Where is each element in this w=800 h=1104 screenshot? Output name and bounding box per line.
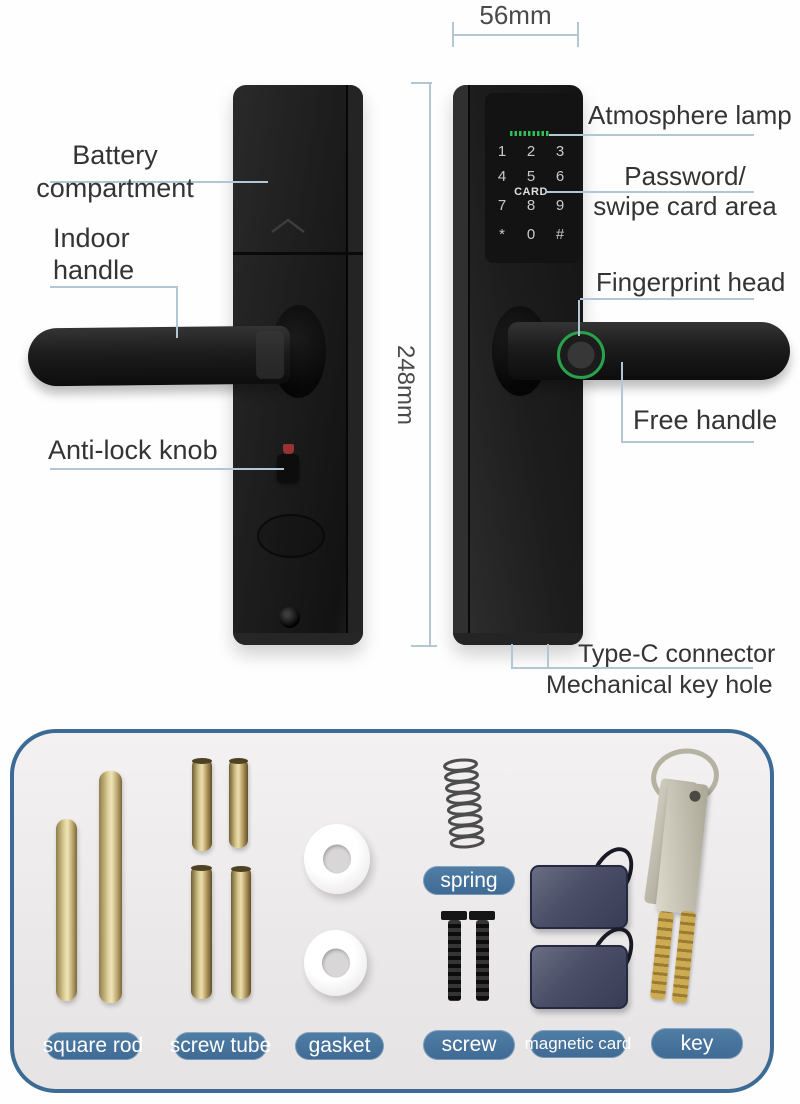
key-blade-1 (649, 910, 675, 1001)
gasket-hole (321, 948, 350, 978)
password-area-label: Password/ swipe card area (593, 161, 777, 221)
gasket-1 (304, 824, 370, 894)
fingerprint-sensor-ring[interactable] (557, 331, 605, 379)
screw-tube-1 (192, 758, 212, 851)
type-c-leader-line (511, 667, 753, 669)
indoor-handle-leader-line (50, 286, 177, 288)
kit-badge-screw-tube: screw tube (170, 1032, 271, 1060)
magnetic-card-2 (530, 945, 628, 1009)
password-leader-line (546, 191, 754, 193)
keypad-key[interactable]: 0 (526, 226, 536, 243)
height-dimension-line (429, 82, 431, 647)
atmosphere-leader-line (549, 134, 754, 136)
battery-cover-seam (233, 252, 363, 255)
key-set (607, 742, 737, 1011)
keypad-key[interactable]: 8 (526, 197, 536, 214)
screw-tube-2 (229, 758, 248, 848)
free-handle[interactable] (508, 322, 790, 380)
bottom-screw-hole (279, 607, 300, 628)
fingerprint-head-label: Fingerprint head (596, 267, 786, 297)
gasket-2 (304, 930, 367, 996)
keypad-row-3[interactable]: 7 8 9 (494, 197, 568, 214)
anti-lock-leader-line (50, 468, 284, 470)
atmosphere-lamp-leds (510, 131, 550, 136)
keypad-key[interactable]: 1 (497, 143, 507, 160)
atmosphere-lamp-label: Atmosphere lamp (588, 100, 792, 130)
height-dimension-label: 248mm (392, 344, 419, 426)
key-hole-leader-line-vertical (547, 644, 549, 669)
screw-2 (469, 911, 495, 1001)
outdoor-lock-side-face (453, 85, 470, 645)
spring-coil (443, 758, 485, 849)
screw-head (469, 911, 495, 920)
fingerprint-leader-line-vertical (578, 300, 580, 336)
free-handle-leader-line-vertical (621, 362, 623, 443)
indoor-handle-label: Indoor handle (53, 223, 135, 285)
height-dimension-tick-top (411, 82, 432, 84)
battery-cover-arrow-icon (271, 218, 305, 233)
card-swipe-area-label: CARD (514, 186, 548, 198)
accessory-kit-panel: square rod screw tube gasket spring scre… (10, 729, 774, 1093)
mechanical-key-hole-label: Mechanical key hole (546, 671, 773, 699)
square-rod-short (56, 819, 77, 1001)
square-rod-long (99, 771, 122, 1003)
screw-1 (441, 911, 467, 1001)
key-hole-ring-hole (688, 790, 702, 803)
key-blade-2 (671, 910, 697, 1004)
gasket-hole (323, 844, 351, 874)
indoor-handle (27, 325, 291, 387)
keypad-key[interactable]: # (555, 226, 565, 243)
keypad-key[interactable]: 9 (555, 197, 565, 214)
screw-shaft (475, 920, 489, 1001)
indoor-handle-collar (255, 330, 285, 379)
type-c-connector-label: Type-C connector (578, 640, 776, 668)
keypad-row-2[interactable]: 4 5 6 (494, 168, 568, 185)
keypad-key[interactable]: 3 (555, 143, 565, 160)
indoor-lock-side-face (346, 85, 363, 645)
width-dimension-tick-right (577, 22, 579, 47)
kit-badge-key: key (651, 1028, 743, 1059)
battery-compartment-label: Battery compartment (36, 140, 194, 203)
keypad-glass (485, 93, 580, 263)
free-handle-leader-line (621, 441, 754, 443)
indoor-handle-leader-line-vertical (176, 286, 178, 338)
kit-badge-gasket: gasket (295, 1032, 384, 1060)
screw-tube-3 (191, 865, 212, 999)
kit-badge-magnetic-card: magnetic card (525, 1030, 631, 1058)
screw-tube-4 (231, 866, 251, 999)
keypad-key[interactable]: 7 (497, 197, 507, 214)
indoor-lock-bottom-face (233, 633, 363, 645)
keypad-key[interactable]: 5 (526, 168, 536, 185)
keypad-row-4[interactable]: * 0 # (494, 226, 568, 243)
anti-lock-knob[interactable] (277, 454, 299, 482)
width-dimension-tick-left (452, 22, 454, 47)
kit-badge-screw: screw (423, 1030, 515, 1060)
battery-leader-line (50, 181, 268, 183)
fingerprint-sensor[interactable] (567, 341, 595, 369)
width-dimension-line (452, 34, 579, 36)
outdoor-lock-bottom-face (453, 633, 583, 645)
height-dimension-tick-bottom (411, 645, 437, 647)
keypad-key[interactable]: * (499, 226, 505, 243)
fingerprint-leader-line (580, 298, 754, 300)
type-c-leader-line-vertical (511, 644, 513, 669)
screw-head (441, 911, 467, 920)
keypad-row-1[interactable]: 1 2 3 (494, 143, 568, 160)
kit-badge-spring: spring (423, 866, 515, 895)
outdoor-lock-body (453, 85, 583, 645)
anti-lock-knob-indicator (283, 444, 294, 454)
keypad-key[interactable]: 2 (526, 143, 536, 160)
free-handle-label: Free handle (633, 405, 778, 435)
width-dimension-label: 56mm (479, 0, 552, 30)
magnetic-card-1 (530, 865, 628, 929)
kit-badge-square-rod: square rod (43, 1032, 143, 1060)
anti-lock-knob-label: Anti-lock knob (48, 435, 218, 465)
keypad-key[interactable]: 4 (497, 168, 507, 185)
keypad-key[interactable]: 6 (555, 168, 565, 185)
screw-shaft (447, 920, 461, 1001)
oval-emblem (257, 514, 325, 558)
